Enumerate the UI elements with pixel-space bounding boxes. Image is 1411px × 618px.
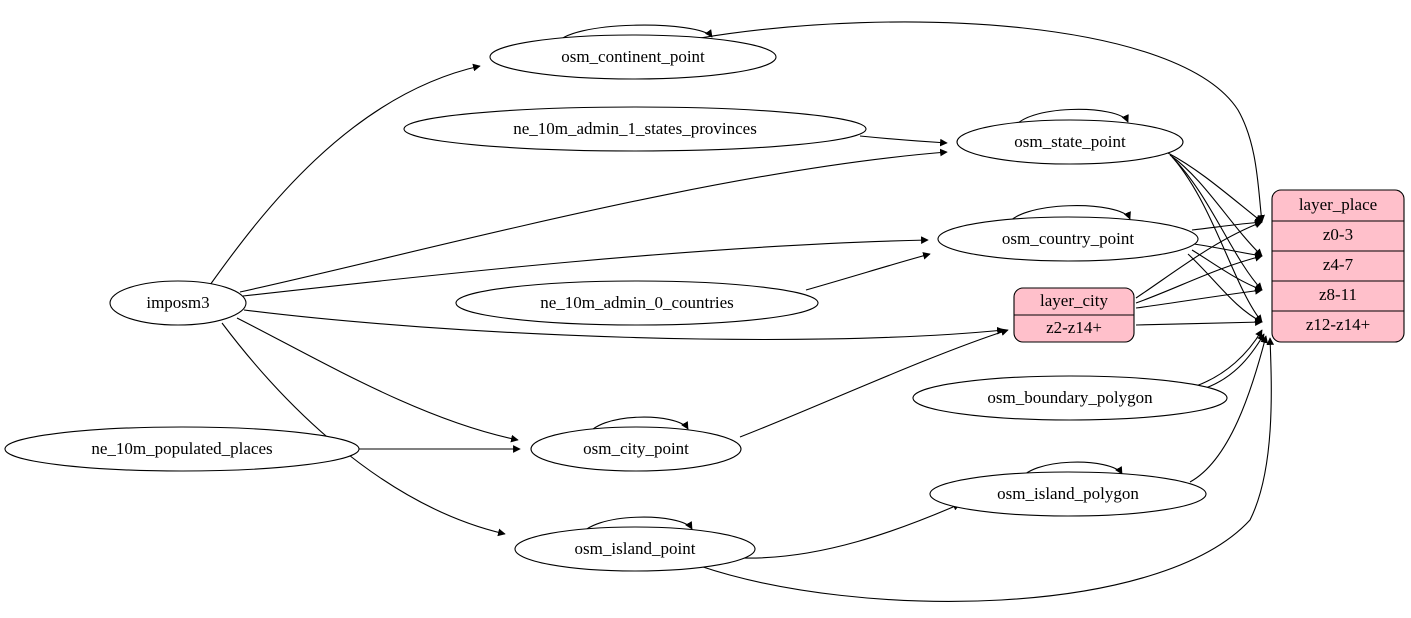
node-layer_place[interactable]: layer_place z0-3 z4-7 z8-11 z12-z14+ (1271, 189, 1405, 343)
layer_place-row-z12-z14-label: z12-z14+ (1306, 315, 1370, 334)
node-osm_island_polygon-label: osm_island_polygon (997, 484, 1139, 503)
node-ne_10m_admin_0_countries-label: ne_10m_admin_0_countries (540, 293, 734, 312)
node-osm_state_point-label: osm_state_point (1014, 132, 1126, 151)
edge-imposm3-to-osm_country_point (242, 236, 929, 297)
edge-layer_city-to-layer_place-z12_14 (1135, 318, 1263, 326)
edge-osm_island_point-to-layer_place (699, 337, 1275, 602)
layer_place-row-z0-3-label: z0-3 (1323, 225, 1353, 244)
edge-layer_city-to-layer_place-z0_3 (1135, 220, 1263, 299)
edge-osm_state_point-to-layer_place-z12_14 (1173, 158, 1263, 323)
node-ne_10m_populated_places[interactable]: ne_10m_populated_places (4, 426, 360, 472)
node-imposm3[interactable]: imposm3 (109, 280, 247, 326)
node-ne_10m_admin_0_countries[interactable]: ne_10m_admin_0_countries (455, 280, 819, 326)
node-layer_city[interactable]: layer_city z2-z14+ (1013, 287, 1135, 343)
node-osm_continent_point[interactable]: osm_continent_point (489, 34, 777, 80)
nodes-layer: imposm3 ne_10m_populated_places osm_cont… (4, 34, 1405, 572)
node-osm_country_point[interactable]: osm_country_point (937, 216, 1199, 262)
layer_place-header-label: layer_place (1299, 195, 1377, 214)
node-osm_boundary_polygon-label: osm_boundary_polygon (987, 388, 1153, 407)
node-imposm3-label: imposm3 (146, 293, 209, 312)
node-osm_city_point[interactable]: osm_city_point (530, 426, 742, 472)
edge-osm_boundary_polygon-to-layer_place-a (1195, 329, 1263, 387)
node-osm_country_point-label: osm_country_point (1002, 229, 1134, 248)
edge-osm_continent_point-to-layer_place (699, 21, 1265, 223)
node-ne_10m_populated_places-label: ne_10m_populated_places (91, 439, 272, 458)
edge-ne_10m_admin_0_countries-to-osm_country_point (805, 252, 931, 291)
node-osm_state_point[interactable]: osm_state_point (956, 119, 1184, 165)
edge-osm_state_point-to-layer_place-z8_11 (1171, 156, 1263, 291)
node-osm_boundary_polygon[interactable]: osm_boundary_polygon (912, 375, 1228, 421)
edge-osm_country_point-to-layer_place-z12_14 (1187, 253, 1263, 323)
edge-layer_city-to-layer_place-z4_7 (1135, 253, 1263, 304)
edge-osm_island_point-to-osm_island_polygon (741, 503, 961, 559)
layer_place-row-z8-11-label: z8-11 (1319, 285, 1357, 304)
edge-ne_10m_admin_1_states_provinces-to-osm_state_point (859, 135, 948, 147)
edge-imposm3-to-osm_state_point (239, 148, 948, 293)
layer_place-row-z4-7-label: z4-7 (1323, 255, 1354, 274)
layer_city-row-z2-z14-label: z2-z14+ (1046, 318, 1102, 337)
edge-imposm3-to-osm_continent_point (209, 63, 481, 286)
node-osm_island_point[interactable]: osm_island_point (514, 526, 756, 572)
edge-imposm3-to-osm_city_point (236, 317, 519, 443)
edge-imposm3-to-layer_city (243, 309, 1005, 341)
edge-osm_city_point-to-layer_city (739, 328, 1009, 438)
edge-imposm3-to-osm_island_point (221, 322, 506, 537)
edge-layer_city-to-layer_place-z8_11 (1135, 287, 1263, 309)
layer_city-header-label: layer_city (1040, 291, 1108, 310)
edge-osm_state_point-to-layer_place-z0_3 (1167, 152, 1263, 223)
node-osm_island_point-label: osm_island_point (575, 539, 696, 558)
node-osm_city_point-label: osm_city_point (583, 439, 689, 458)
edge-osm_boundary_polygon-to-layer_place-b (1199, 333, 1265, 391)
edge-osm_island_polygon-to-layer_place (1189, 335, 1268, 483)
node-ne_10m_admin_1_states_provinces-label: ne_10m_admin_1_states_provinces (513, 119, 757, 138)
edge-osm_state_point-to-layer_place-z4_7 (1169, 154, 1263, 257)
node-osm_island_polygon[interactable]: osm_island_polygon (929, 471, 1207, 517)
node-osm_continent_point-label: osm_continent_point (561, 47, 705, 66)
node-ne_10m_admin_1_states_provinces[interactable]: ne_10m_admin_1_states_provinces (403, 106, 867, 152)
